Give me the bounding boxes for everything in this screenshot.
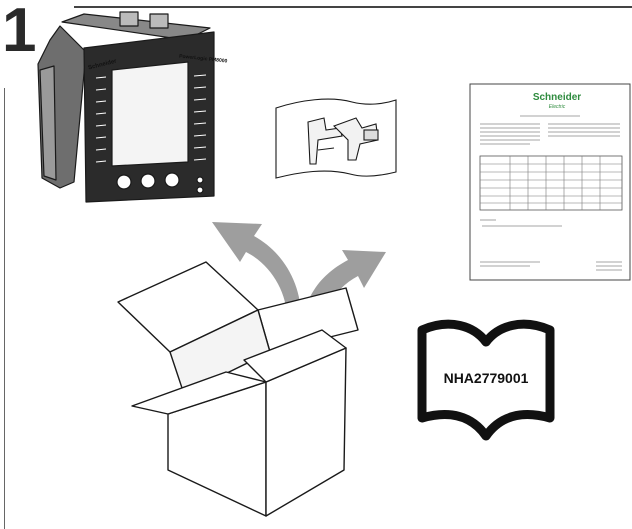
open-box-icon (118, 262, 358, 516)
power-meter-icon (38, 12, 214, 202)
manual-code-label: NHA2779001 (427, 370, 545, 386)
test-certificate-icon (470, 84, 630, 280)
certificate-brand: Schneider (497, 93, 617, 103)
certificate-brand-sub: Electric (497, 104, 617, 110)
mounting-clips-icon (276, 99, 396, 178)
